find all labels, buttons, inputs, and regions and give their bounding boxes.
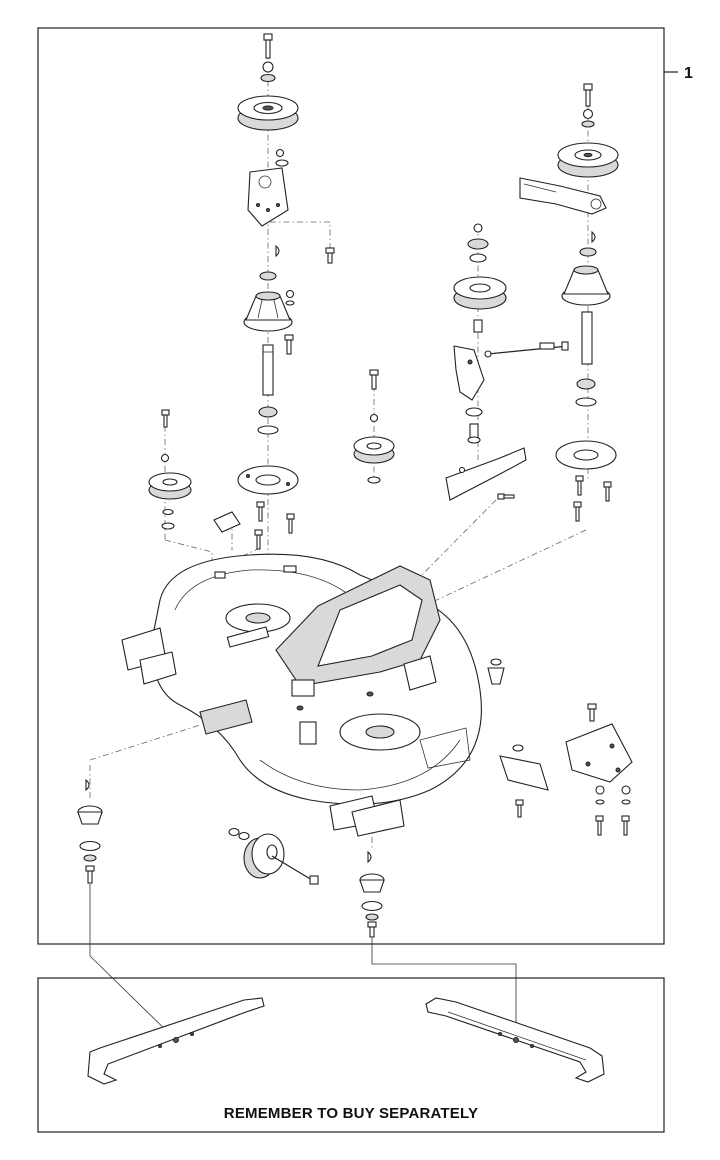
left-idler-stack[interactable] — [148, 409, 241, 533]
spacer-sleeve — [473, 319, 483, 333]
tension-bracket — [453, 345, 485, 401]
bracket-plate-left — [247, 167, 289, 227]
leader-line-right-blade — [371, 938, 517, 1040]
bearing-upper-left — [259, 271, 277, 281]
bearing-lower-left — [258, 406, 278, 418]
callout-number: 1 — [684, 65, 693, 82]
deflector-arm — [445, 447, 527, 501]
bolts-adapter-right — [573, 475, 612, 522]
blade-boss-left[interactable] — [77, 778, 103, 884]
washer-top-right — [582, 108, 594, 120]
nut-small — [275, 159, 289, 167]
key-d-left — [275, 244, 280, 258]
callout-1[interactable]: 1 — [664, 65, 693, 82]
middle-idler-stack[interactable] — [353, 369, 395, 484]
key-d-right — [591, 230, 596, 244]
deck-flange-right — [403, 655, 437, 691]
anti-scalp-roller-assembly[interactable] — [228, 827, 319, 885]
mounting-bracket-small[interactable] — [499, 744, 549, 818]
washer-top-left — [262, 61, 274, 73]
idler-pulley-centre — [453, 276, 507, 310]
mower-deck-housing[interactable] — [121, 553, 482, 837]
small-bracket-left — [213, 511, 241, 533]
bolts-adapter-left — [254, 501, 295, 550]
blade-holder-bracket[interactable] — [565, 703, 633, 836]
idler-arm-right — [519, 177, 607, 215]
leader-line-left-blade — [89, 884, 177, 1041]
main-assembly-frame — [37, 27, 665, 945]
spindle-shaft-right — [581, 311, 593, 365]
spindle-bolt-top-left — [263, 33, 273, 59]
washer-small — [275, 148, 285, 158]
tension-rod — [484, 341, 569, 358]
cutting-blade-left[interactable] — [87, 997, 265, 1085]
grease-nipple — [285, 289, 295, 306]
pulley-right — [557, 142, 619, 178]
nut-row — [595, 785, 605, 795]
idler-pulley-left — [148, 472, 192, 500]
roller-wheel — [243, 833, 285, 879]
spindle-bolt-top-right — [583, 83, 593, 107]
spindle-shaft-left — [262, 344, 274, 396]
screw-deflector — [497, 493, 515, 500]
accessory-frame — [37, 977, 665, 1133]
roller-axle-bolt — [271, 855, 319, 885]
deck-side-nut[interactable] — [487, 658, 505, 685]
centre-idler-stack[interactable] — [445, 223, 569, 501]
washer-lower-left — [257, 425, 279, 435]
washer-ring — [260, 73, 276, 83]
blade-adapter-right — [555, 440, 617, 470]
right-spindle-stack[interactable] — [519, 83, 619, 522]
cutting-blade-right[interactable] — [425, 997, 605, 1083]
left-spindle-stack[interactable] — [237, 33, 335, 550]
pivot-pin — [467, 423, 481, 444]
spindle-housing-left — [243, 291, 293, 332]
buy-separately-note: REMEMBER TO BUY SEPARATELY — [224, 1105, 478, 1122]
bolt-housing — [284, 334, 294, 355]
pulley-left — [237, 95, 299, 131]
blade-adapter-left — [237, 465, 299, 495]
screw-bracket — [325, 247, 335, 264]
idler-pulley-middle — [353, 436, 395, 464]
spindle-housing-right — [561, 265, 611, 306]
blade-boss-right[interactable] — [359, 850, 385, 938]
